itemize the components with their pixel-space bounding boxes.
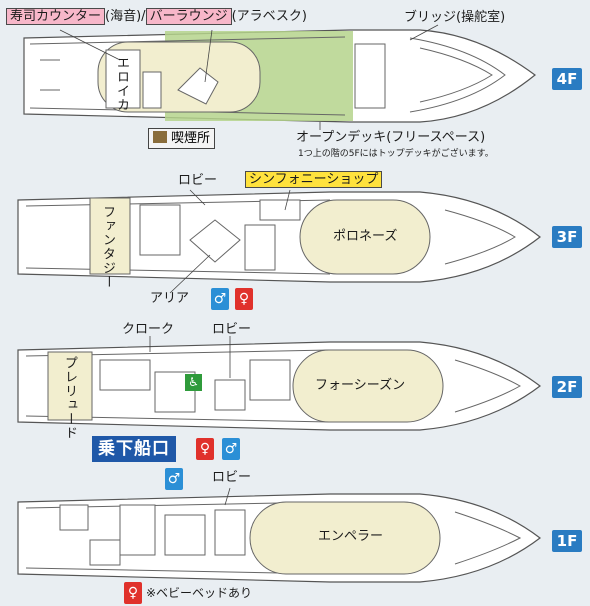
lobby-1f-label: ロビー [212,470,252,485]
bridge-label: ブリッジ(操舵室) [404,10,506,25]
slash: / [141,9,146,24]
deck-badge-3f: 3F [552,226,582,248]
sushi-counter-subtitle: (海音) [105,9,142,24]
boarding-gate-label: 乗下船口 [92,436,176,462]
toilet-men-3f-icon: ♂ [211,288,229,310]
lobby-3f-label: ロビー [178,173,218,188]
baby-bed-note: ※ベビーベッドあり [146,586,253,600]
smoking-icon [153,131,167,143]
wheelchair-icon: ♿ [185,374,202,391]
lobby-2f-label: ロビー [212,322,252,337]
symphony-shop-tag: シンフォニーショップ [245,171,383,188]
emperor-label: エンペラー [318,529,384,544]
smoking-area-text: 喫煙所 [171,131,211,146]
fantasy-label: ファンタジー [100,205,115,289]
toilet-women-2f-icon: ♀ [196,438,214,460]
open-deck-note: 1つ上の階の5Fにはトップデッキがございます。 [298,149,494,159]
smoking-area-label: 喫煙所 [148,128,216,149]
open-deck-label: オープンデッキ(フリースペース) [296,130,486,145]
prelude-label: プレリュード [62,356,77,440]
deck-badge-1f: 1F [552,530,582,552]
sushi-counter-tag: 寿司カウンター [6,8,106,25]
sushi-counter-label: 寿司カウンター(海音)/バーラウンジ(アラベスク) [6,8,307,25]
deck-badge-2f: 2F [552,376,582,398]
symphony-shop-label: シンフォニーショップ [245,171,383,188]
deck-badge-4f: 4F [552,68,582,90]
toilet-women-3f-icon: ♀ [235,288,253,310]
cloak-label: クローク [122,322,175,337]
aria-label: アリア [150,291,190,306]
toilet-women-1f-icon: ♀ [124,582,142,604]
toilet-men-1f-icon: ♂ [165,468,183,490]
bar-lounge-tag: バーラウンジ [145,8,232,25]
four-seasons-label: フォーシーズン [315,378,406,393]
polonaise-label: ポロネーズ [333,229,398,244]
bar-lounge-subtitle: (アラベスク) [231,9,307,24]
eroica-label: エロイカ [114,56,129,112]
toilet-men-2f-icon: ♂ [222,438,240,460]
